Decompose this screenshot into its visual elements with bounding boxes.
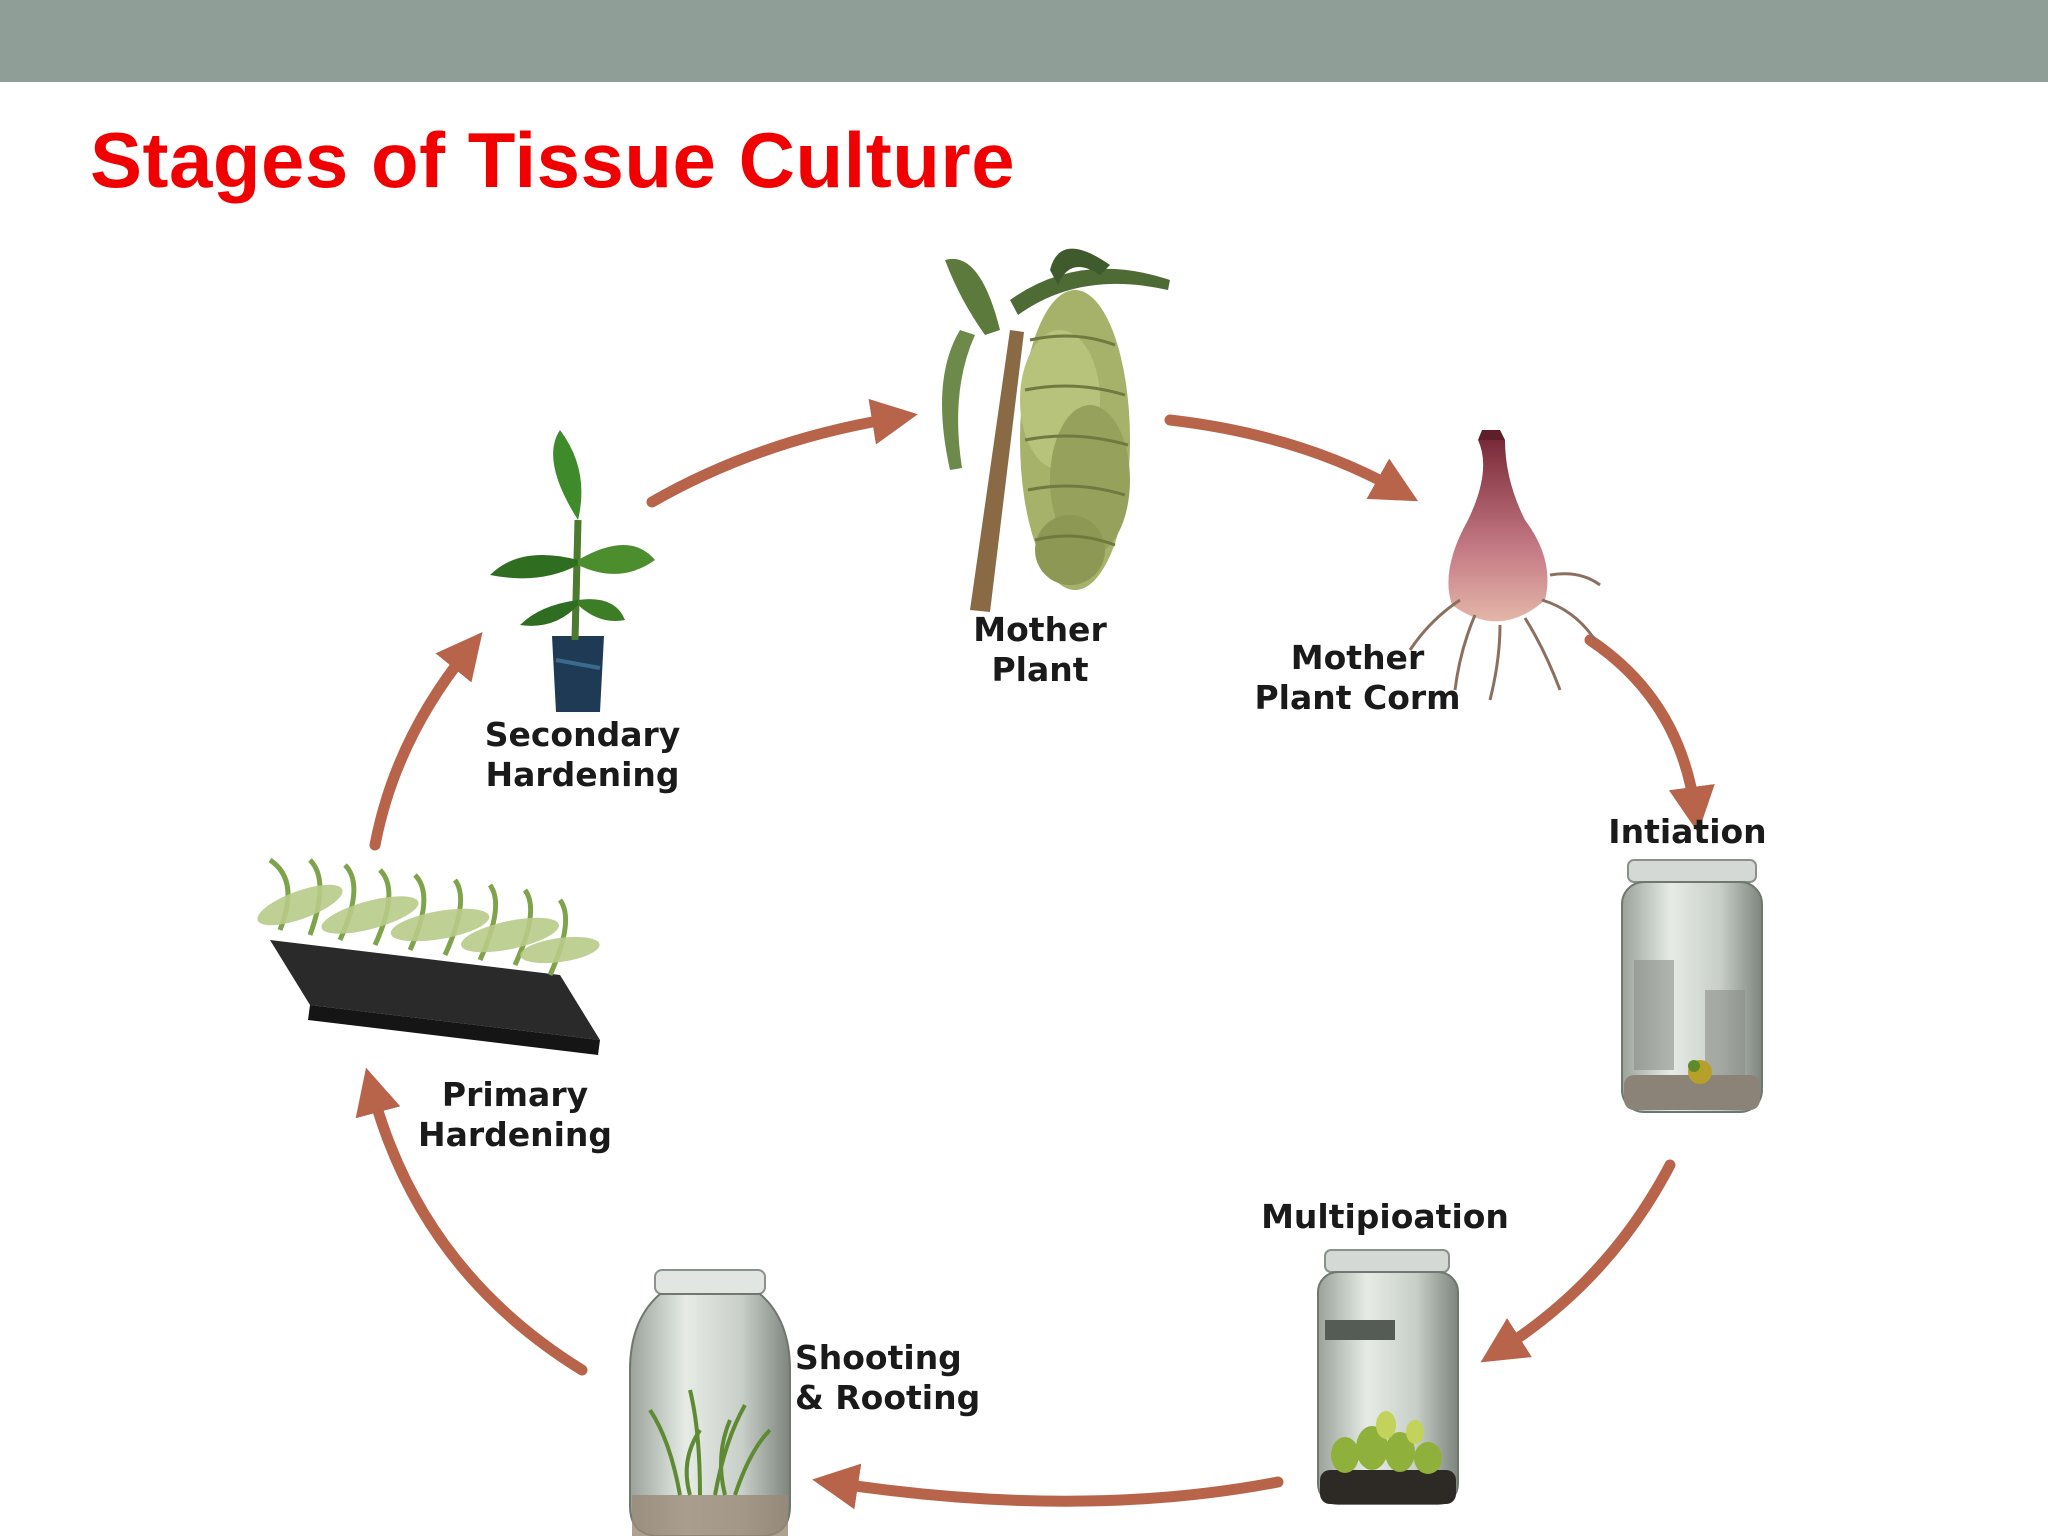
multiplication-jar-icon — [1317, 1249, 1459, 1505]
corm-icon — [1408, 430, 1601, 701]
arrow-secondary-to-mother — [646, 398, 918, 508]
sapling-pot-icon — [490, 430, 655, 712]
arrow-primary-to-secondary — [369, 632, 483, 851]
arrow-mother-to-corm — [1164, 414, 1419, 502]
stage-label-shooting-rooting: Shooting & Rooting — [795, 1338, 981, 1417]
slide-title: Stages of Tissue Culture — [90, 116, 1016, 204]
stage-label-mother-plant: Mother Plant — [973, 610, 1107, 689]
banana-plant-icon — [942, 248, 1170, 612]
stage-label-secondary-hardening: Secondary Hardening — [484, 715, 681, 794]
stage-label-initiation: Intiation — [1608, 812, 1767, 851]
stage-label-multiplication: Multipioation — [1261, 1197, 1509, 1236]
arrow-corm-to-initiation — [1584, 634, 1715, 833]
rooting-jar-icon — [629, 1269, 791, 1536]
initiation-jar-icon — [1621, 859, 1763, 1113]
arrow-shooting-to-primary — [355, 1067, 588, 1376]
header-bar — [0, 0, 2048, 82]
stage-label-mother-plant-corm: Mother Plant Corm — [1254, 638, 1461, 717]
seedling-tray-icon — [257, 857, 600, 1055]
stage-label-primary-hardening: Primary Hardening — [417, 1075, 613, 1154]
arrow-multiplication-to-shooting — [812, 1463, 1284, 1510]
arrow-initiation-to-multiplication — [1480, 1159, 1676, 1363]
